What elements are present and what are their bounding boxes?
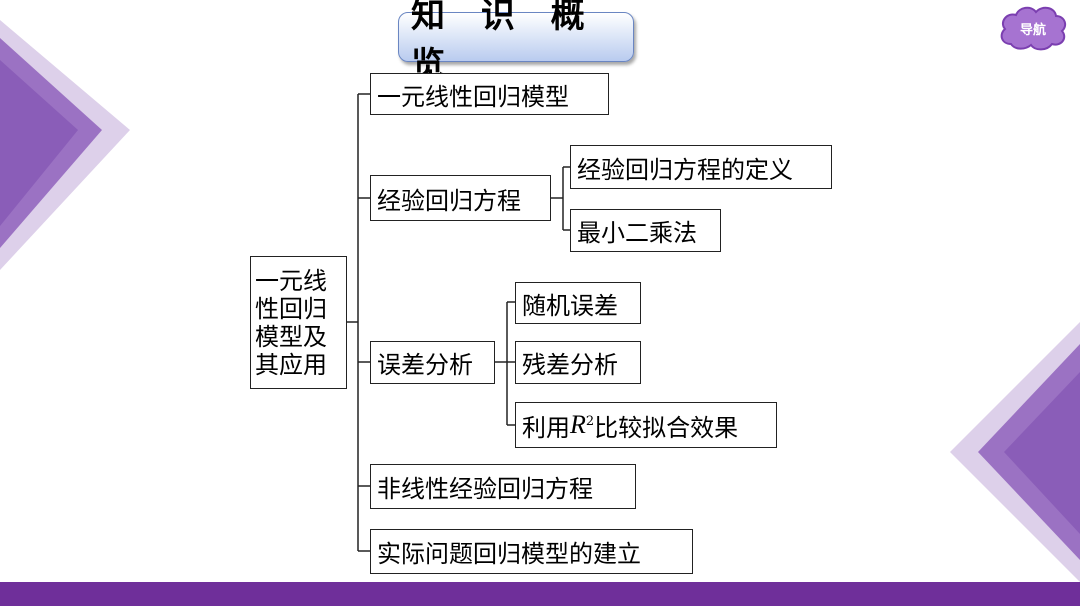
r-exponent: 2 xyxy=(585,413,595,429)
root-line-1: 一元线 xyxy=(255,266,327,295)
r2-prefix: 利用 xyxy=(522,413,570,442)
branch-nonlinear-regression: 非线性经验回归方程 xyxy=(370,464,636,509)
sub-random-error: 随机误差 xyxy=(515,282,641,324)
branch-empirical-regression-equation: 经验回归方程 xyxy=(370,175,551,221)
r-variable: R xyxy=(570,410,586,439)
branch-error-analysis: 误差分析 xyxy=(370,341,495,384)
cloud-icon xyxy=(1000,6,1067,51)
nav-label: 导航 xyxy=(1019,22,1046,38)
root-node: 一元线 性回归 模型及 其应用 xyxy=(250,256,347,389)
bottom-bar xyxy=(0,582,1080,606)
r2-suffix: 比较拟合效果 xyxy=(594,413,739,442)
sub-residual-analysis: 残差分析 xyxy=(515,341,641,384)
right-decoration xyxy=(950,322,1080,582)
sub-equation-definition: 经验回归方程的定义 xyxy=(570,145,832,189)
root-line-4: 其应用 xyxy=(255,350,327,379)
root-line-2: 性回归 xyxy=(255,294,327,323)
sub-least-squares: 最小二乘法 xyxy=(570,209,721,252)
root-line-3: 模型及 xyxy=(255,322,327,351)
left-decoration xyxy=(0,20,130,270)
branch-linear-regression-model: 一元线性回归模型 xyxy=(370,73,609,115)
nav-button[interactable]: 导航 xyxy=(997,4,1069,52)
branch-practical-model-building: 实际问题回归模型的建立 xyxy=(370,529,693,574)
